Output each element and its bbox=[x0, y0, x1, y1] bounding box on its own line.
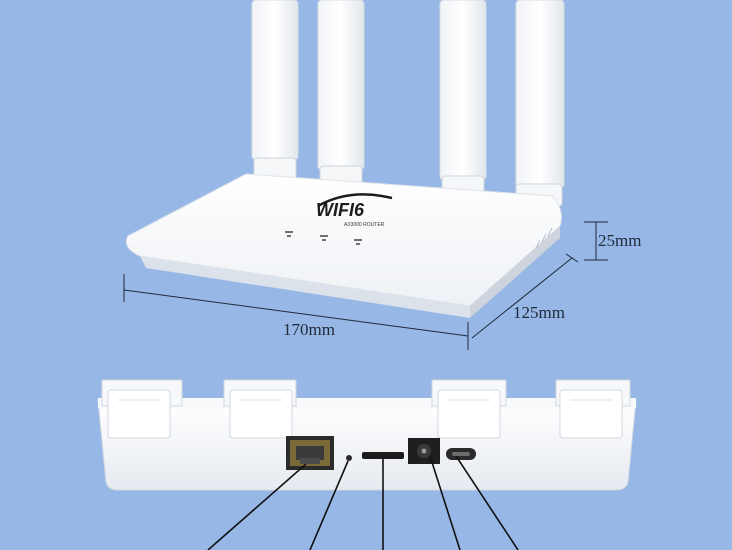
antenna-2 bbox=[317, 0, 365, 189]
usb-c-port-icon bbox=[446, 448, 476, 460]
led-icon bbox=[320, 235, 328, 241]
reset-hole-icon bbox=[346, 455, 352, 461]
width-dimension-line bbox=[123, 274, 469, 350]
antenna-4 bbox=[515, 0, 565, 207]
antenna-3 bbox=[439, 0, 487, 199]
depth-dimension-line bbox=[471, 253, 579, 339]
rear-antenna-hinge-4 bbox=[555, 379, 631, 439]
led-icon bbox=[285, 231, 293, 237]
led-icon bbox=[354, 239, 362, 245]
status-leds bbox=[285, 231, 362, 245]
wifi6-logo: WIFI6 AX3000 ROUTER bbox=[316, 193, 393, 228]
router-rear-view bbox=[97, 379, 637, 550]
logo-subtext: AX3000 ROUTER bbox=[344, 222, 385, 228]
height-dimension-label: 25mm bbox=[598, 231, 642, 250]
rear-antenna-hinge-3 bbox=[431, 379, 507, 439]
antenna-1 bbox=[251, 0, 299, 183]
port-leader-lines bbox=[207, 455, 519, 550]
side-vents bbox=[535, 227, 553, 249]
rear-antenna-hinge-2 bbox=[223, 379, 297, 439]
rear-body bbox=[97, 399, 637, 491]
width-dimension-label: 170mm bbox=[283, 320, 335, 339]
depth-dimension-label: 125mm bbox=[513, 303, 565, 322]
dc-power-jack-icon bbox=[408, 438, 440, 464]
logo-text: WIFI6 bbox=[316, 200, 365, 220]
router-body-side bbox=[140, 256, 470, 318]
sd-card-slot-icon bbox=[362, 452, 404, 459]
rear-antenna-hinge-1 bbox=[101, 379, 183, 439]
ethernet-port-icon bbox=[286, 436, 334, 470]
router-top-view: WIFI6 AX3000 ROUTER bbox=[126, 0, 565, 318]
height-dimension-line bbox=[584, 221, 608, 261]
